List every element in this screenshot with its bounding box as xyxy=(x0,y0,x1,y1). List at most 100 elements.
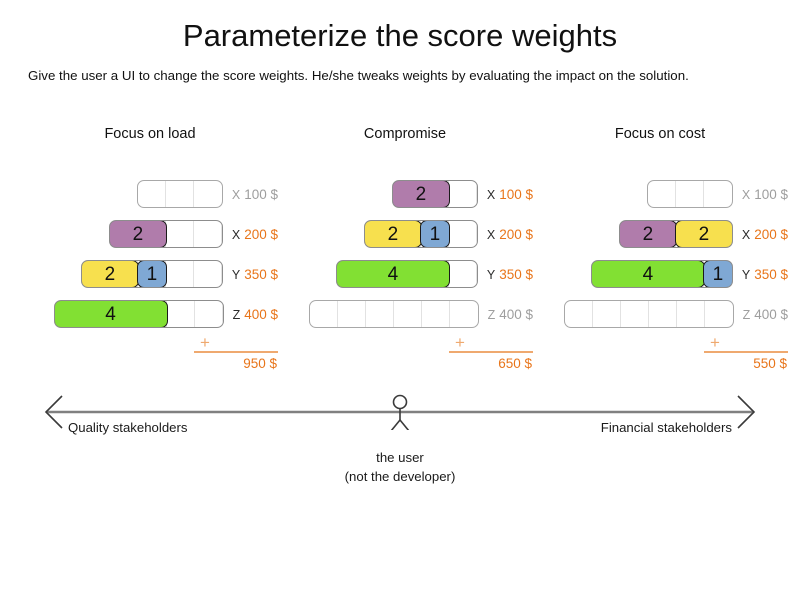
weight-slider-track[interactable]: 2 xyxy=(108,220,223,248)
row-letter: X xyxy=(231,187,241,202)
weight-slider-cell[interactable] xyxy=(422,301,450,327)
weight-slider-cell[interactable] xyxy=(705,301,733,327)
weight-slider-track[interactable]: 4 xyxy=(53,300,224,328)
weight-segment[interactable]: 2 xyxy=(364,221,422,247)
total-value: 950 $ xyxy=(243,356,277,372)
row-amount: 200 $ xyxy=(754,226,788,242)
row-amount: 100 $ xyxy=(754,186,788,202)
axis-arrow-icon xyxy=(44,394,756,430)
weight-segment[interactable]: 2 xyxy=(81,261,139,287)
weight-slider-cell[interactable] xyxy=(565,301,593,327)
weight-slider-cell[interactable] xyxy=(194,181,222,207)
weight-slider-track[interactable] xyxy=(563,300,734,328)
weight-slider-track[interactable]: 4 xyxy=(335,260,478,288)
weight-slider-cell[interactable] xyxy=(166,181,194,207)
weight-segment[interactable]: 1 xyxy=(702,261,732,287)
row-letter: Y xyxy=(741,267,751,282)
weight-slider-cell[interactable] xyxy=(194,261,222,287)
row-amount: 400 $ xyxy=(754,306,788,322)
row-amount: 400 $ xyxy=(499,306,533,322)
weight-slider-cell[interactable] xyxy=(449,221,477,247)
weight-slider-cell[interactable] xyxy=(649,301,677,327)
row-letter: Y xyxy=(486,267,496,282)
weight-slider-cell[interactable] xyxy=(166,261,194,287)
weight-segment[interactable]: 1 xyxy=(136,261,167,287)
weight-segment[interactable]: 4 xyxy=(54,301,168,327)
weight-slider-track[interactable] xyxy=(136,180,223,208)
page-subtitle: Give the user a UI to change the score w… xyxy=(28,68,689,83)
row-amount: 100 $ xyxy=(244,186,278,202)
weight-slider-cell[interactable] xyxy=(449,261,477,287)
weight-segment[interactable]: 4 xyxy=(591,261,705,287)
weight-slider-cell[interactable] xyxy=(676,181,704,207)
weight-slider-track[interactable]: 2 xyxy=(391,180,478,208)
weight-slider-cell[interactable] xyxy=(450,301,478,327)
row-letter: X xyxy=(741,187,751,202)
weight-slider-cell[interactable] xyxy=(167,301,195,327)
weight-segment[interactable]: 2 xyxy=(109,221,167,247)
weight-segment[interactable]: 2 xyxy=(392,181,450,207)
row-letter: Z xyxy=(487,307,496,322)
weight-slider-cell[interactable] xyxy=(195,301,223,327)
weight-slider-cell[interactable] xyxy=(677,301,705,327)
weight-slider-track[interactable] xyxy=(308,300,479,328)
scenario-total: +950 $ xyxy=(22,334,278,378)
total-value: 650 $ xyxy=(498,356,532,372)
weight-segment[interactable]: 1 xyxy=(419,221,450,247)
row-amount: 350 $ xyxy=(244,266,278,282)
stick-figure-icon xyxy=(390,394,410,430)
weight-segment[interactable]: 2 xyxy=(619,221,677,247)
weight-slider-cell[interactable] xyxy=(166,221,194,247)
total-plus-sign: + xyxy=(455,333,465,352)
weight-slider-cell[interactable] xyxy=(704,181,732,207)
weight-slider-cell[interactable] xyxy=(648,181,676,207)
total-inner: +550 $ xyxy=(704,334,788,371)
row-amount: 100 $ xyxy=(499,186,533,202)
weight-segment[interactable]: 2 xyxy=(674,221,732,247)
weight-slider-cell[interactable] xyxy=(394,301,422,327)
weight-slider-cell[interactable] xyxy=(366,301,394,327)
weight-slider-cell[interactable] xyxy=(194,221,222,247)
weight-slider-cell[interactable] xyxy=(338,301,366,327)
weight-slider-cell[interactable] xyxy=(449,181,477,207)
total-divider xyxy=(449,351,533,354)
user-caption: the user (not the developer) xyxy=(0,448,800,486)
row-amount: 200 $ xyxy=(499,226,533,242)
row-letter: Y xyxy=(231,267,241,282)
row-letter: Z xyxy=(232,307,241,322)
page-title: Parameterize the score weights xyxy=(182,18,618,53)
row-letter: X xyxy=(741,227,751,242)
weight-slider-cell[interactable] xyxy=(593,301,621,327)
scenario-title: Focus on cost xyxy=(614,126,706,142)
weight-slider-track[interactable] xyxy=(646,180,733,208)
stakeholder-spectrum: Quality stakeholders Financial stakehold… xyxy=(0,390,800,500)
row-letter: X xyxy=(486,227,496,242)
weight-slider-cell[interactable] xyxy=(138,181,166,207)
weight-slider-cell[interactable] xyxy=(310,301,338,327)
weight-segment[interactable]: 4 xyxy=(336,261,450,287)
weight-slider-cell[interactable] xyxy=(621,301,649,327)
